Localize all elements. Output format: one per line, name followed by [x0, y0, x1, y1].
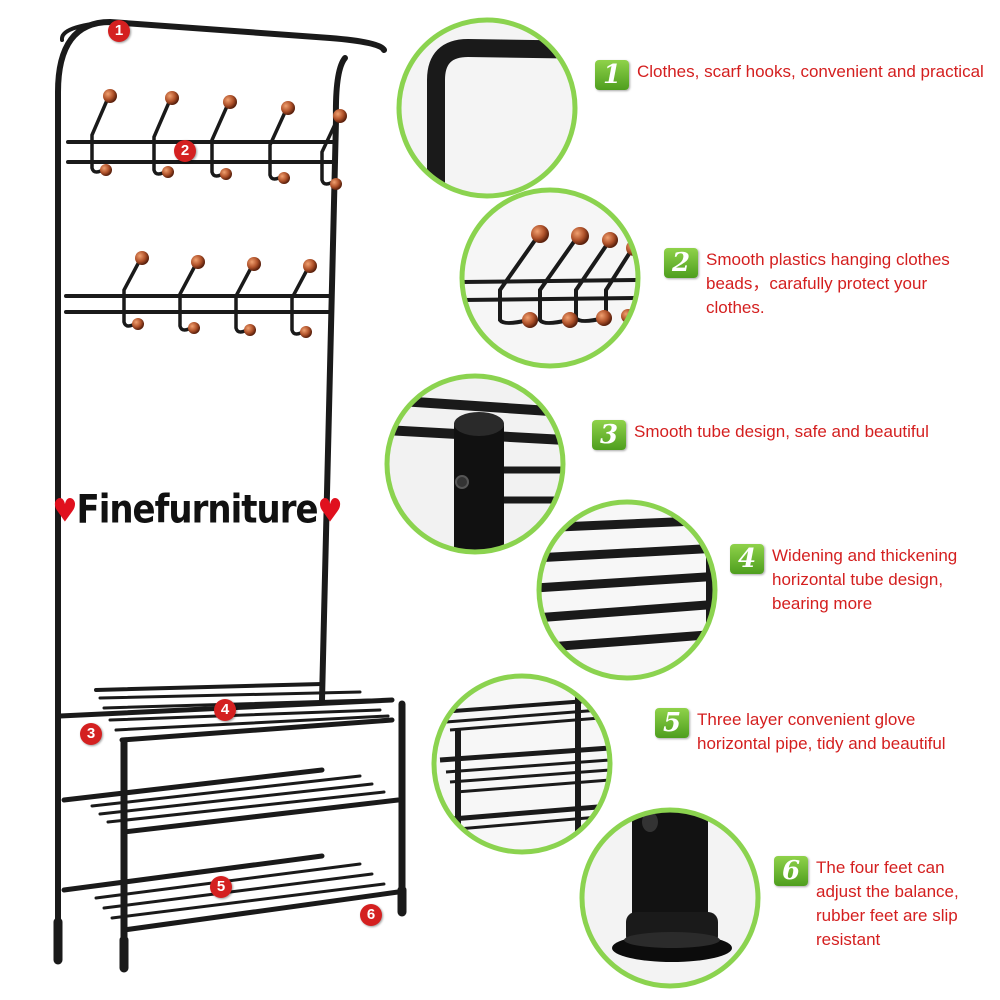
callout-4: 4 [214, 699, 236, 721]
heart-icon: ♥ [52, 491, 77, 529]
feature-description: Clothes, scarf hooks, convenient and pra… [637, 62, 984, 81]
heart-icon: ♥ [317, 491, 343, 529]
callout-1: 1 [108, 20, 130, 42]
coat-rack-illustration [53, 18, 407, 973]
feature-description: Three layer convenient glove horizontal … [697, 710, 946, 753]
callout-3: 3 [80, 723, 102, 745]
brand-logo: ♥ Finefurniture ♥ [52, 480, 342, 540]
feature-description: Widening and thickening horizontal tube … [772, 546, 958, 613]
feature-number-badge: 3 [592, 420, 626, 450]
detail-circle-5 [434, 676, 610, 852]
feature-number-badge: 1 [595, 60, 629, 90]
detail-circle-6 [582, 810, 758, 986]
feature-5: 5 Three layer convenient glove horizonta… [655, 708, 975, 756]
right-upright [319, 55, 348, 703]
callout-6: 6 [360, 904, 382, 926]
feature-4: 4 Widening and thickening horizontal tub… [730, 544, 992, 616]
callout-2: 2 [174, 140, 196, 162]
feature-number-badge: 5 [655, 708, 689, 738]
feature-3: 3 Smooth tube design, safe and beautiful [592, 420, 992, 450]
feature-number-badge: 2 [664, 248, 698, 278]
feature-2: 2 Smooth plastics hanging clothes beads，… [664, 248, 984, 320]
callout-5: 5 [210, 876, 232, 898]
feature-number-badge: 6 [774, 856, 808, 886]
detail-circle-4 [539, 502, 715, 678]
brand-name: Finefurniture [76, 487, 318, 533]
feature-description: Smooth tube design, safe and beautiful [634, 422, 929, 441]
top-bar [60, 20, 112, 42]
feature-6: 6 The four feet can adjust the balance, … [774, 856, 986, 952]
feature-number-badge: 4 [730, 544, 764, 574]
feature-description: Smooth plastics hanging clothes beads，ca… [706, 250, 950, 317]
detail-circle-2 [462, 190, 638, 366]
feature-1: 1 Clothes, scarf hooks, convenient and p… [595, 60, 985, 90]
feature-description: The four feet can adjust the balance, ru… [816, 858, 959, 949]
